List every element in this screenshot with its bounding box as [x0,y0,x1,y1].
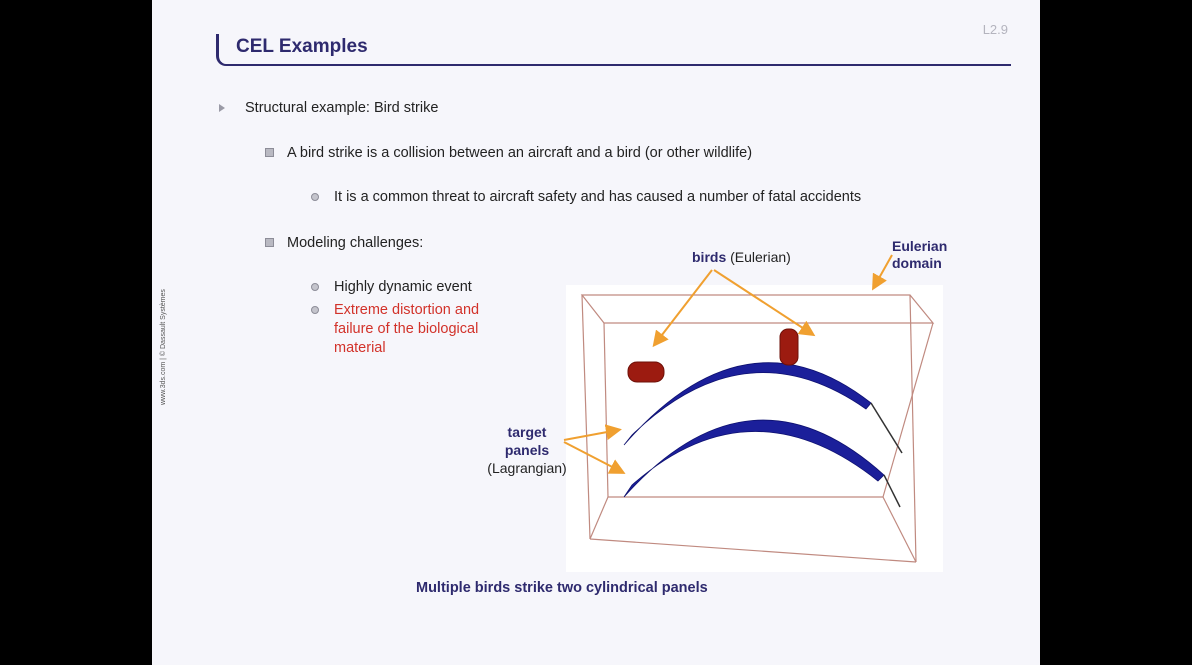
bullet-circle-icon [311,193,319,201]
slide-number: L2.9 [982,22,1008,37]
slide: L2.9 CEL Examples www.3ds.com | © Dassau… [152,0,1040,665]
birdstrike-model-illustration [580,294,935,563]
bullet-level2-definition: A bird strike is a collision between an … [287,145,753,161]
title-bracket [216,34,1011,66]
bullet-level2-challenges: Modeling challenges: [287,235,424,251]
bullet-level3-dynamic: Highly dynamic event [334,279,472,295]
target-panels [623,362,903,508]
upper-panel [623,362,872,446]
label-eulerian-domain: Eulerian domain [892,238,948,271]
bullet-circle-icon [311,283,319,291]
bullet-circle-icon [311,306,319,314]
bullet-triangle-icon [219,104,225,112]
bullet-level3-threat: It is a common threat to aircraft safety… [334,189,862,205]
bullet-level3-distortion: Extreme distortion and failure of the bi… [334,302,480,356]
bird-right [779,328,799,366]
eulerian-domain-box [580,294,935,563]
bullet-level1-text: Structural example: Bird strike [245,100,439,116]
label-target-panels: target panels (Lagrangian) [487,424,567,476]
bullet-square-icon [265,238,274,247]
slide-title: CEL Examples [236,36,368,57]
figure-caption: Multiple birds strike two cylindrical pa… [416,580,708,596]
lower-panel [623,419,885,498]
birds [627,328,799,383]
annotation-arrows [563,254,893,474]
label-birds: birds (Eulerian) [692,249,791,265]
bird-left [627,361,665,383]
simulation-figure [566,285,943,572]
bullet-square-icon [265,148,274,157]
